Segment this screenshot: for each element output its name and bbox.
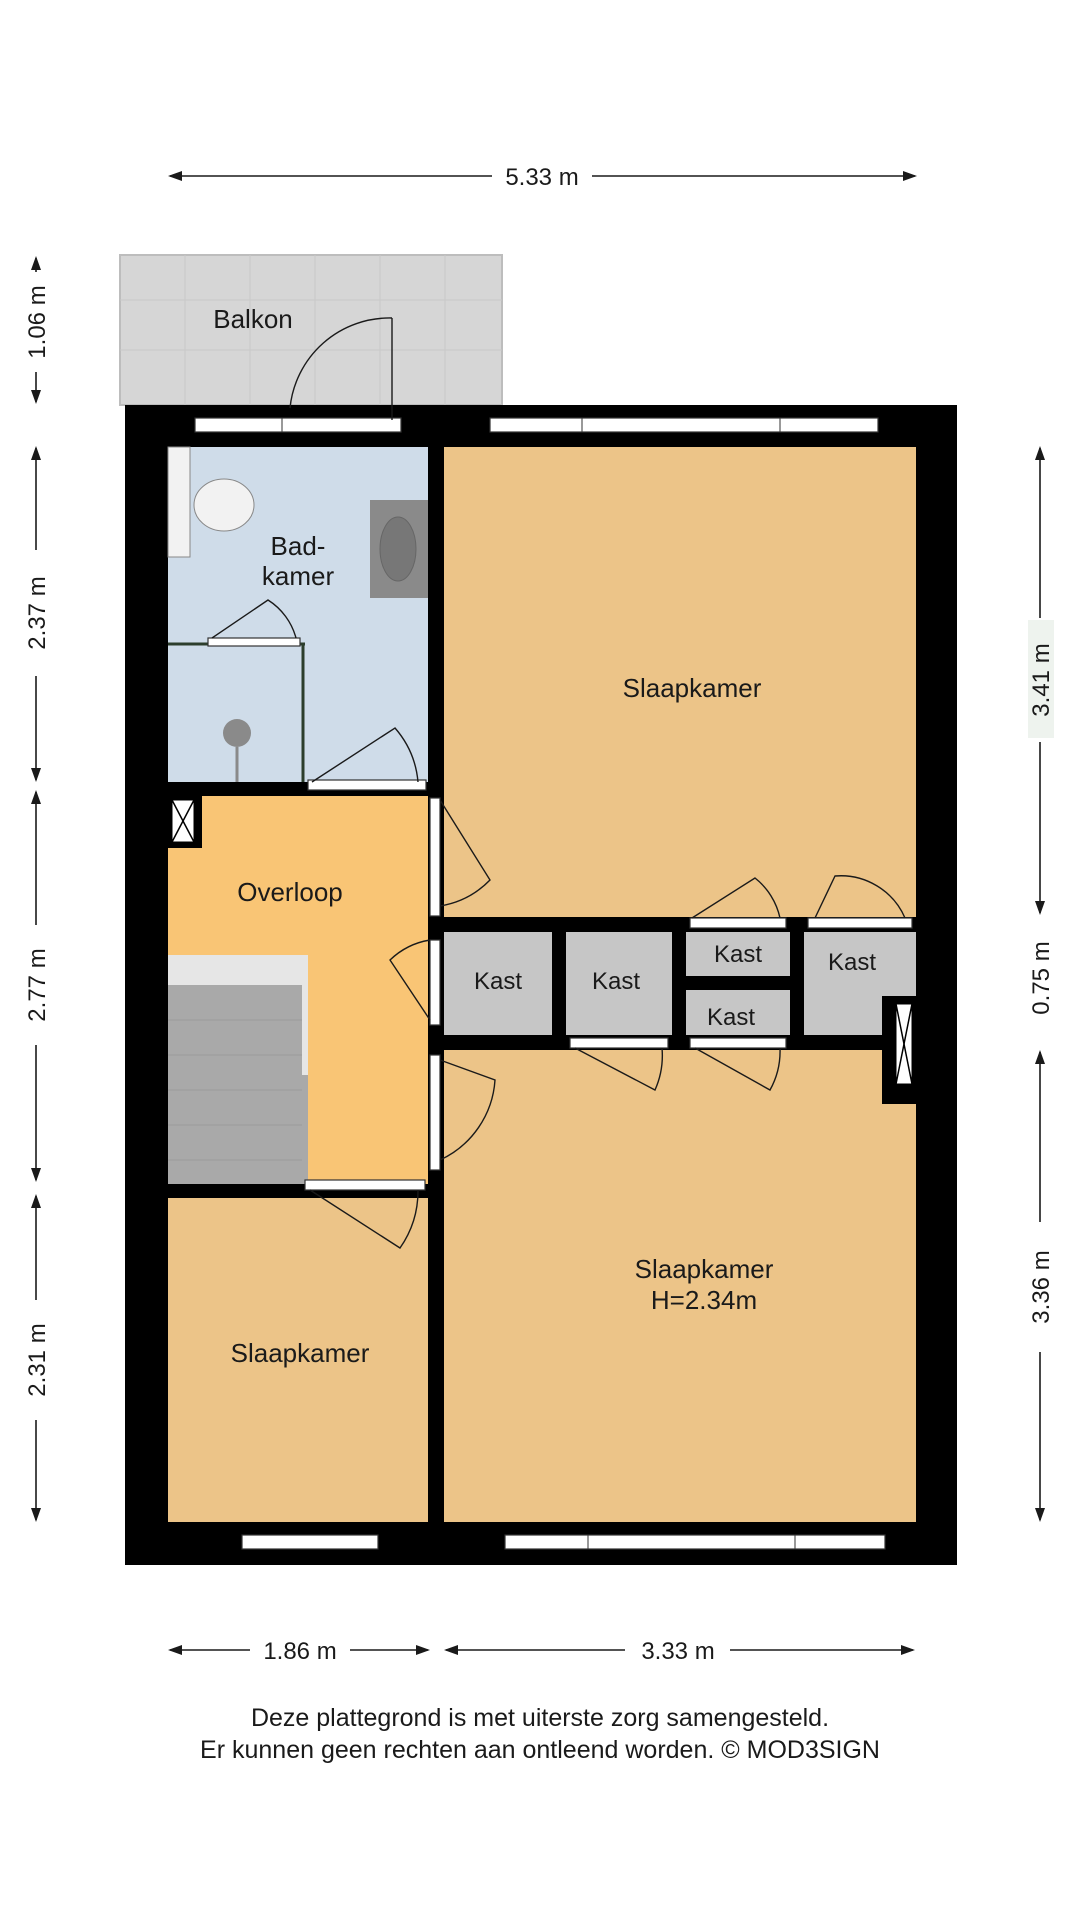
- room-slaapkamer-bottom-right: [444, 1050, 916, 1522]
- windows: [194, 417, 886, 1550]
- dim-right-middle: 0.75 m: [1028, 941, 1055, 1014]
- dim-left-balcony: 1.06 m: [24, 285, 51, 358]
- label-kast-4: Kast: [707, 1004, 755, 1031]
- shaft-right: [882, 996, 916, 1104]
- shower-icon: [223, 719, 251, 782]
- label-kast-1: Kast: [474, 968, 522, 995]
- closet-1: [444, 932, 552, 1035]
- room-slaapkamer-top: [444, 447, 916, 917]
- dim-left-overloop: 2.77 m: [24, 948, 51, 1021]
- dim-bottom-left: 1.86 m: [263, 1638, 336, 1665]
- balcony: [119, 254, 503, 406]
- staircase: [168, 955, 308, 1184]
- dim-bottom-right: 3.33 m: [641, 1638, 714, 1665]
- label-kast-5: Kast: [828, 949, 876, 976]
- label-slaapkamer-bottom-left: Slaapkamer: [231, 1338, 370, 1368]
- label-badkamer-1: Bad-: [271, 531, 326, 561]
- label-kast-3: Kast: [714, 941, 762, 968]
- label-badkamer-2: kamer: [262, 561, 335, 591]
- label-slaapkamer-top: Slaapkamer: [623, 673, 762, 703]
- label-balkon: Balkon: [213, 304, 293, 334]
- shaft-left: [168, 796, 202, 848]
- label-kast-2: Kast: [592, 968, 640, 995]
- shower-screen: [168, 599, 305, 782]
- label-overloop: Overloop: [237, 877, 343, 907]
- sink-icon: [370, 500, 428, 598]
- dim-top-width: 5.33 m: [505, 164, 578, 191]
- label-slaapkamer-bottom-right: Slaapkamer: [635, 1254, 774, 1284]
- doors: [289, 317, 913, 1249]
- dim-left-bedroom: 2.31 m: [24, 1323, 51, 1396]
- dimension-lines: [31, 171, 1045, 1655]
- closet-4: [686, 990, 790, 1035]
- dim-right-top: 3.41 m: [1028, 643, 1055, 716]
- dim-left-bathroom: 2.37 m: [24, 576, 51, 649]
- disclaimer-line-1: Deze plattegrond is met uiterste zorg sa…: [250, 1704, 830, 1732]
- toilet-icon: [167, 446, 255, 558]
- closet-2: [566, 932, 672, 1035]
- dim-right-bottom: 3.36 m: [1028, 1250, 1055, 1323]
- room-slaapkamer-bottom-left: [168, 1198, 428, 1522]
- closet-3: [686, 932, 790, 976]
- label-height-note: H=2.34m: [651, 1285, 757, 1315]
- disclaimer-line-2: Er kunnen geen rechten aan ontleend word…: [200, 1736, 880, 1764]
